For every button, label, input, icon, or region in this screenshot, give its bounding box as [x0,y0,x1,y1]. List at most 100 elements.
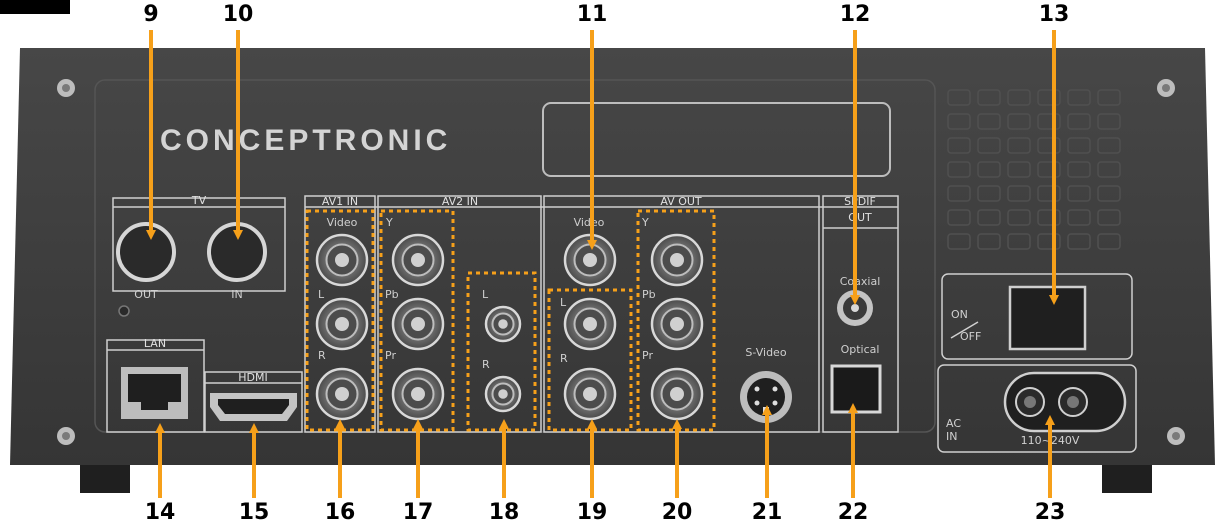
ground-screw [118,305,130,317]
vent-slot [1007,137,1031,154]
callout-12: 12 [839,2,871,27]
callout-15: 15 [238,500,270,525]
highlight-groups [305,209,716,432]
callout-23: 23 [1034,500,1066,525]
av2-audio-l-jack [484,305,522,343]
callout-10: 10 [222,2,254,27]
vent-slot [1067,89,1091,106]
vent-slot [977,185,1001,202]
hdmi-port [210,393,297,421]
callout-16: 16 [324,500,356,525]
off-label: OFF [960,330,981,343]
s-video-label: S-Video [745,346,786,359]
ac-inlet-port [1003,371,1127,433]
vent-slot [947,113,971,130]
vent-slot [1067,233,1091,250]
vent-slot [1067,185,1091,202]
video-out-label: Video [574,216,605,229]
ac-in-label: IN [946,430,957,443]
pr-label: Pr [385,349,396,362]
spdif-label-line1: SPDIF [844,195,876,208]
y-label: Y [385,216,393,229]
on-label: ON [951,308,968,321]
vent-slot [977,161,1001,178]
vent-slot [1007,233,1031,250]
av-out-label: AV OUT [660,195,702,208]
vent-slot [977,209,1001,226]
av2-pr-jack [391,367,445,421]
optical-label: Optical [841,343,880,356]
vent-slot [1067,209,1091,226]
av-out-r-label: R [560,352,568,365]
display-window [542,102,891,177]
vent-slot [977,89,1001,106]
pb-label: Pb [385,288,399,301]
av-out-audio-r-jack [563,367,617,421]
callout-19: 19 [576,500,608,525]
callout-14: 14 [144,500,176,525]
corner-tab [0,0,70,14]
av1-video-jack [315,233,369,287]
ac-inlet-box [937,364,1137,453]
vent-slot [977,137,1001,154]
av1-r-label: R [318,349,326,362]
screw-top-right [1157,79,1175,97]
s-video-port [740,371,792,423]
vent-slot [1037,161,1061,178]
vent-slot [1097,209,1121,226]
screw-bottom-right [1167,427,1185,445]
callout-11: 11 [576,2,608,27]
power-switch-box [941,273,1133,360]
av2-l-label: L [482,288,489,301]
vent-slot [1037,137,1061,154]
ac-label: AC [946,417,961,430]
screw-top-left [57,79,75,97]
vent-slot [1037,209,1061,226]
vent-slot [1007,161,1031,178]
vent-slot [947,209,971,226]
vent-slot [1097,113,1121,130]
av-out-l-label: L [560,296,567,309]
av1-in-label: AV1 IN [322,195,358,208]
callout-arrows [146,30,1059,498]
callout-9: 9 [143,2,159,27]
pr-out-label: Pr [642,349,653,362]
vent-slot [947,233,971,250]
av2-y-jack [391,233,445,287]
coaxial-port [837,290,873,326]
lan-port [121,367,188,419]
vent-slot [1067,113,1091,130]
vent-slot [947,161,971,178]
av-section-outlines [304,195,899,433]
pb-out-label: Pb [642,288,656,301]
tv-section-box [112,197,286,292]
callout-17: 17 [402,500,434,525]
tv-out-coax-port [116,222,176,282]
lan-label: LAN [144,337,166,350]
vent-slot [947,89,971,106]
vent-slot [1097,161,1121,178]
vent-slot [1037,233,1061,250]
callout-20: 20 [661,500,693,525]
tv-in-label: IN [231,288,242,301]
callout-18: 18 [488,500,520,525]
av-out-y-jack [650,233,704,287]
av-out-pb-jack [650,297,704,351]
av2-r-label: R [482,358,490,371]
vent-slot [1007,89,1031,106]
tv-out-label: OUT [134,288,158,301]
av1-l-label: L [318,288,325,301]
vent-grid [947,89,1121,250]
callout-13: 13 [1038,2,1070,27]
callout-21: 21 [751,500,783,525]
vent-slot [947,185,971,202]
screw-bottom-left [57,427,75,445]
spdif-label-line2: OUT [848,211,872,224]
av1-audio-l-jack [315,297,369,351]
vent-slot [1007,209,1031,226]
vent-slot [1097,137,1121,154]
av2-in-label: AV2 IN [442,195,478,208]
vent-slot [1097,233,1121,250]
tv-label: TV [191,194,207,207]
